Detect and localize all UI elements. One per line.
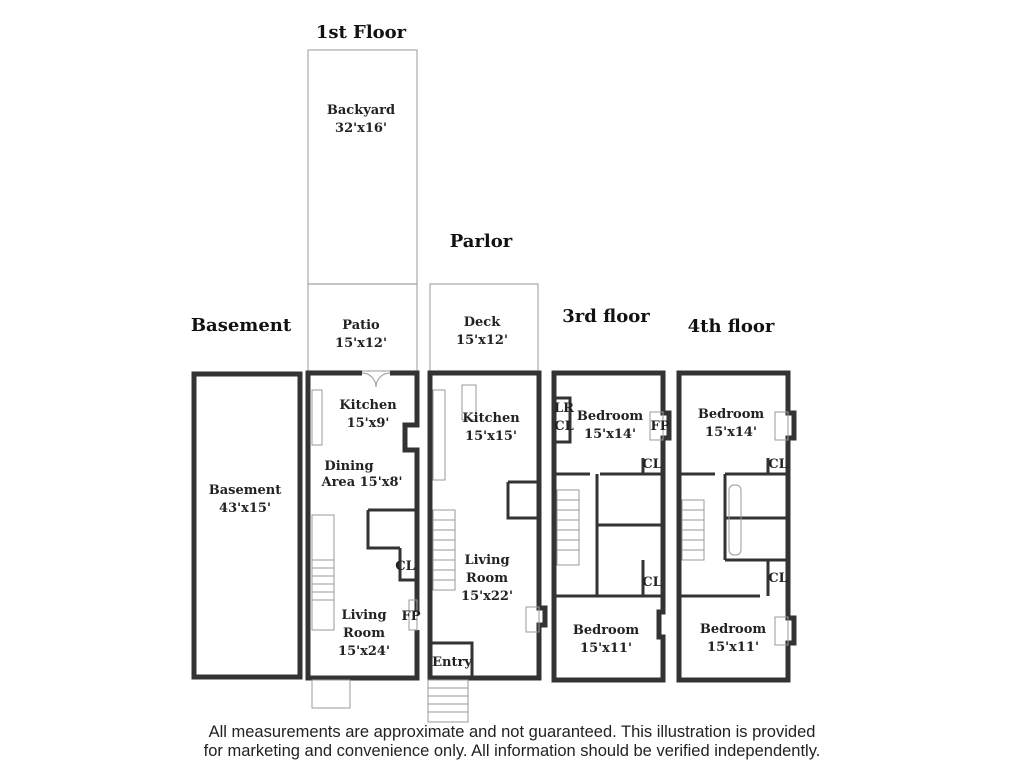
lr-closet-label: CL bbox=[554, 419, 574, 434]
first-floor-plan: 1st Floor Backyard 32'x16' Patio 15'x12'… bbox=[305, 22, 421, 709]
fourth-interior-walls bbox=[679, 458, 788, 598]
kitchen1-size: 15'x9' bbox=[347, 416, 390, 431]
third-stairs bbox=[556, 489, 580, 566]
basement-room-name: Basement bbox=[209, 483, 281, 498]
kitchen2-name: Kitchen bbox=[462, 411, 520, 426]
rear-steps bbox=[311, 679, 351, 709]
front-stoop bbox=[427, 679, 469, 723]
basement-walls bbox=[191, 371, 303, 680]
patio-area bbox=[307, 283, 418, 372]
patio-door bbox=[361, 372, 391, 388]
deck-name: Deck bbox=[464, 315, 501, 330]
backyard-area bbox=[307, 49, 418, 285]
disclaimer-line-2: for marketing and convenience only. All … bbox=[203, 742, 821, 760]
patio-size: 15'x12' bbox=[335, 336, 387, 351]
fourth-fireplace-upper bbox=[774, 411, 789, 441]
third-floor-title: 3rd floor bbox=[562, 306, 650, 327]
parlor-walls bbox=[427, 370, 548, 681]
parlor-fireplace bbox=[525, 606, 540, 633]
parlor-interior-walls bbox=[432, 480, 539, 678]
parlor-stair-treads bbox=[433, 519, 455, 581]
first-fireplace-label: FP bbox=[401, 609, 420, 624]
third-stair-treads bbox=[557, 499, 579, 551]
parlor-title: Parlor bbox=[450, 231, 513, 252]
third-bedroom2-size: 15'x11' bbox=[580, 641, 632, 656]
first-floor-title: 1st Floor bbox=[316, 22, 407, 43]
third-closet1-label: CL bbox=[642, 457, 662, 472]
stairs bbox=[311, 514, 335, 631]
fourth-bedroom1-name: Bedroom bbox=[698, 407, 765, 422]
disclaimer-line-1: All measurements are approximate and not… bbox=[208, 723, 816, 741]
stair-treads bbox=[312, 559, 334, 601]
parlor-counter bbox=[432, 389, 446, 481]
kitchen1-name: Kitchen bbox=[339, 398, 397, 413]
parlor-plan: Parlor Deck 15'x12' Kitchen 15'x15' Livi… bbox=[427, 231, 548, 723]
living2-name2: Room bbox=[466, 571, 508, 586]
living2-name: Living bbox=[464, 553, 509, 568]
basement-room-size: 43'x15' bbox=[219, 501, 271, 516]
first-floor-walls bbox=[305, 370, 420, 681]
living1-name2: Room bbox=[343, 626, 385, 641]
kitchen-island bbox=[461, 384, 477, 421]
living1-name: Living bbox=[341, 608, 386, 623]
living2-size: 15'x22' bbox=[461, 589, 513, 604]
disclaimer: All measurements are approximate and not… bbox=[0, 723, 1024, 761]
patio-name: Patio bbox=[342, 318, 380, 333]
third-fireplace bbox=[649, 411, 664, 441]
basement-plan: Basement Basement 43'x15' bbox=[191, 315, 303, 680]
lr-label: LR bbox=[554, 401, 574, 416]
kitchen-counter bbox=[311, 389, 323, 446]
entry-label: Entry bbox=[432, 655, 472, 670]
stoop-steps bbox=[428, 687, 468, 713]
third-interior-walls bbox=[554, 396, 663, 598]
fourth-fireplace-lower bbox=[774, 616, 789, 646]
fourth-floor-plan: 4th floor CL CL Bedroom 15'x14' Bedroom … bbox=[676, 316, 797, 683]
bath-walls bbox=[366, 508, 417, 582]
fireplace bbox=[408, 599, 418, 631]
first-closet-label: CL bbox=[395, 559, 415, 574]
fourth-stair-treads bbox=[682, 509, 704, 551]
deck-size: 15'x12' bbox=[456, 333, 508, 348]
third-fp-label: FP bbox=[650, 419, 669, 434]
fourth-closet1-label: CL bbox=[768, 457, 788, 472]
fourth-floor-title: 4th floor bbox=[688, 316, 775, 337]
third-floor-plan: 3rd floor LR CL FP CL CL Bedroom 15'x14'… bbox=[551, 306, 672, 683]
basement-title: Basement bbox=[191, 315, 292, 336]
third-bedroom2-name: Bedroom bbox=[573, 623, 640, 638]
bathtub bbox=[728, 484, 742, 556]
backyard-size: 32'x16' bbox=[335, 121, 387, 136]
backyard-name: Backyard bbox=[327, 103, 395, 118]
fourth-bedroom2-name: Bedroom bbox=[700, 622, 767, 637]
dining-name: Dining bbox=[324, 459, 373, 474]
kitchen2-size: 15'x15' bbox=[465, 429, 517, 444]
fourth-bedroom2-size: 15'x11' bbox=[707, 640, 759, 655]
third-bedroom1-name: Bedroom bbox=[577, 409, 644, 424]
third-bedroom1-size: 15'x14' bbox=[584, 427, 636, 442]
fourth-closet2-label: CL bbox=[768, 571, 788, 586]
living1-size: 15'x24' bbox=[338, 644, 390, 659]
fourth-bedroom1-size: 15'x14' bbox=[705, 425, 757, 440]
third-closet2-label: CL bbox=[642, 575, 662, 590]
dining-size: Area 15'x8' bbox=[320, 475, 402, 490]
